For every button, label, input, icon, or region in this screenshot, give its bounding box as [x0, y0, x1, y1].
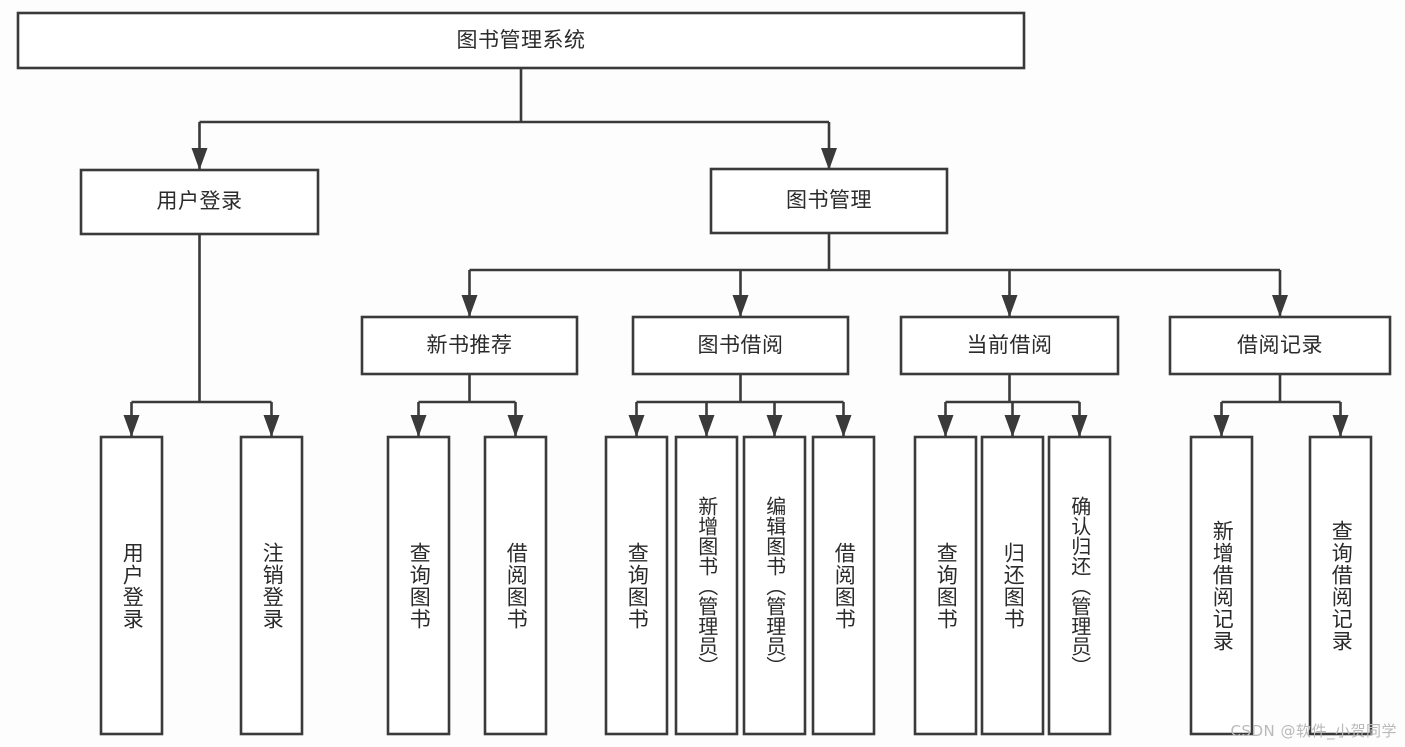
- arrow-head-icon: [1004, 415, 1021, 437]
- arrow-head-icon: [698, 415, 715, 437]
- node-leaf-user-login[interactable]: [99, 435, 164, 736]
- arrow-head-icon: [1332, 415, 1349, 437]
- node-leaf-borrow-book-2[interactable]: [811, 435, 876, 736]
- arrow-head-icon: [507, 415, 524, 437]
- node-user-login[interactable]: [79, 168, 320, 236]
- arrow-head-icon: [628, 415, 645, 437]
- arrow-head-icon: [263, 415, 280, 437]
- node-leaf-query-book-1[interactable]: [386, 435, 451, 736]
- arrow-head-icon: [766, 415, 783, 437]
- node-book-manage[interactable]: [709, 167, 949, 235]
- node-leaf-edit-book[interactable]: [742, 435, 807, 736]
- node-borrow-record[interactable]: [1168, 315, 1392, 376]
- arrow-head-icon: [1213, 415, 1230, 437]
- arrow-head-icon: [937, 415, 954, 437]
- node-current-borrow[interactable]: [899, 315, 1120, 376]
- connectors-group: [123, 68, 1349, 437]
- arrow-head-icon: [461, 295, 478, 317]
- arrow-head-icon: [835, 415, 852, 437]
- node-leaf-user-logout[interactable]: [239, 435, 304, 736]
- node-book-borrow[interactable]: [631, 315, 850, 376]
- node-leaf-return-book[interactable]: [980, 435, 1045, 736]
- node-leaf-add-record[interactable]: [1189, 435, 1254, 736]
- arrow-head-icon: [732, 295, 749, 317]
- node-leaf-confirm-return[interactable]: [1047, 435, 1112, 736]
- node-leaf-query-record[interactable]: [1308, 435, 1373, 736]
- arrow-head-icon: [1001, 295, 1018, 317]
- arrow-head-icon: [410, 415, 427, 437]
- node-leaf-borrow-book-1[interactable]: [483, 435, 548, 736]
- node-leaf-query-book-3[interactable]: [913, 435, 978, 736]
- node-new-book-rec[interactable]: [360, 315, 579, 376]
- arrow-head-icon: [821, 148, 837, 170]
- arrow-head-icon: [123, 415, 140, 437]
- arrow-head-icon: [1272, 295, 1288, 317]
- node-leaf-query-book-2[interactable]: [604, 435, 669, 736]
- boxes-group: [16, 11, 1392, 736]
- arrow-head-icon: [191, 148, 208, 170]
- arrow-head-icon: [1071, 415, 1088, 437]
- node-leaf-add-book[interactable]: [674, 435, 739, 736]
- node-root[interactable]: [16, 11, 1026, 70]
